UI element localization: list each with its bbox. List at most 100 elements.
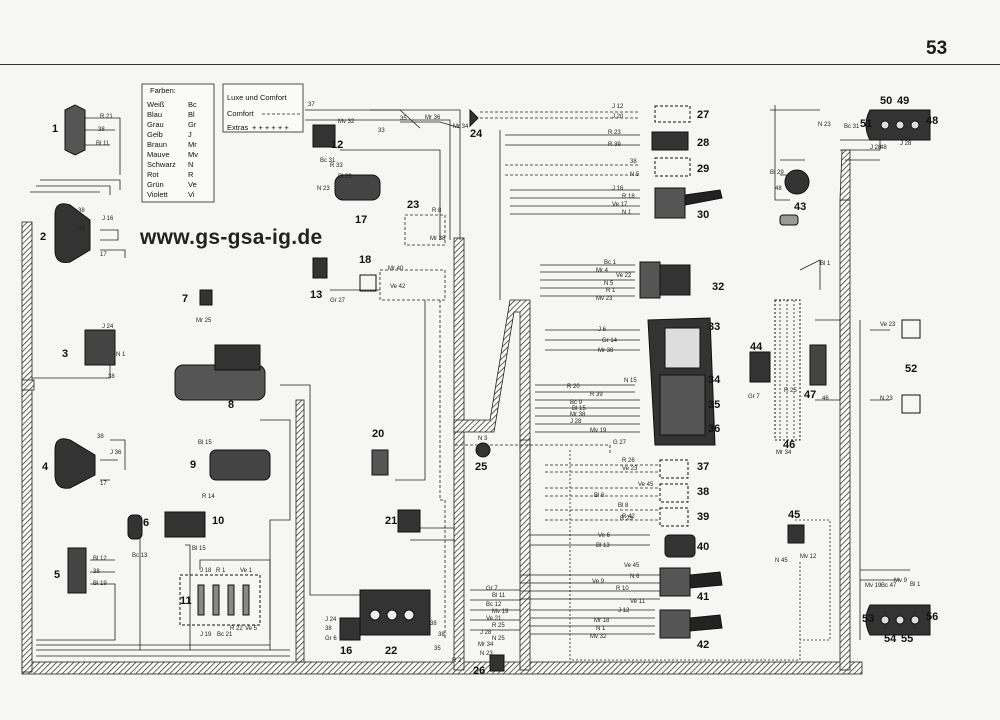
wire-label: 17 <box>100 252 107 258</box>
wire-label: R 26 <box>622 458 635 464</box>
legend-color-code: J <box>188 130 192 139</box>
component-number-35: 35 <box>708 399 720 411</box>
legend-line-2: Comfort <box>227 109 255 118</box>
wire-label: Bc 1 <box>604 260 617 266</box>
wire-label: N 45 <box>775 558 788 564</box>
legend-color-code: Bc <box>188 100 197 109</box>
legend-color-name: Weiß <box>147 100 165 109</box>
wire-label: Bl 19 <box>93 581 107 587</box>
wire-label: 38 <box>325 626 332 632</box>
wire-label: 38 <box>108 374 115 380</box>
wire-label: N 1 <box>116 352 126 358</box>
wire-label: 38 <box>78 226 85 232</box>
component-number-2: 2 <box>40 231 46 243</box>
legend-color-code: Mv <box>188 150 198 159</box>
wire-label: R 18 <box>622 194 635 200</box>
wires <box>30 105 910 661</box>
wire-label: Bl 1 <box>820 261 831 267</box>
component-number-28: 28 <box>697 137 709 149</box>
wire-label: R 21 <box>100 114 113 120</box>
component-number-48: 48 <box>926 115 938 127</box>
component-number-55: 55 <box>901 633 913 645</box>
wire-label: Bl 29 <box>338 174 352 180</box>
component-number-23: 23 <box>407 199 419 211</box>
wire-label: J 18 <box>200 568 212 574</box>
component-number-53: 53 <box>862 613 874 625</box>
wire-label: Bc 21 <box>217 632 233 638</box>
wire-label: Bl 15 <box>198 440 212 446</box>
component-number-24: 24 <box>470 128 483 140</box>
wire-label: Gr 7 <box>486 586 498 592</box>
wire-label: 38 <box>93 569 100 575</box>
wire-label: R 23 <box>608 130 621 136</box>
wire-label: Ve 22 <box>616 273 632 279</box>
wire-label: Mv 12 <box>800 554 817 560</box>
component-number-38: 38 <box>697 486 709 498</box>
wire-label: Mr 34 <box>478 642 494 648</box>
component-number-29: 29 <box>697 163 709 175</box>
legend-line-3: Extras <box>227 123 249 132</box>
component-number-42: 42 <box>697 639 709 651</box>
wire-label: Ve 21 <box>486 616 502 622</box>
wire-label: N 6 <box>630 574 640 580</box>
wire-label: Mr 36 <box>425 115 441 121</box>
wire-label: R 2 <box>452 658 462 664</box>
component-number-52: 52 <box>905 363 917 375</box>
wire-label: 37 <box>308 102 315 108</box>
wire-label: Gr 6 <box>325 636 337 642</box>
component-number-13: 13 <box>310 289 322 301</box>
wire-label: J 28 <box>870 145 882 151</box>
wire-label: Mr 18 <box>594 618 610 624</box>
legend-color-name: Grün <box>147 180 164 189</box>
legend-color-name: Braun <box>147 140 167 149</box>
wire-label: Bc 31 <box>320 158 336 164</box>
wire-label: Ve 1 <box>240 568 253 574</box>
component-number-25: 25 <box>475 461 487 473</box>
legend-color-name: Mauve <box>147 150 170 159</box>
component-number-32: 32 <box>712 281 724 293</box>
watermark-url: www.gs-gsa-ig.de <box>140 226 323 249</box>
wire-label: 35 <box>434 646 441 652</box>
wire-label: N 23 <box>480 651 493 657</box>
component-number-22: 22 <box>385 645 397 657</box>
component-number-34: 34 <box>708 374 721 386</box>
wire-label: N 5 <box>604 281 614 287</box>
wire-label: J 24 <box>325 617 337 623</box>
component-number-10: 10 <box>212 515 224 527</box>
legend-color-code: R <box>188 170 194 179</box>
component-number-18: 18 <box>359 254 371 266</box>
wire-label: Ve 11 <box>630 599 646 605</box>
component-number-27: 27 <box>697 109 709 121</box>
wire-label: Bl 12 <box>93 556 107 562</box>
wire-label: Mr 25 <box>196 318 212 324</box>
wire-label: Mr 38 <box>598 348 614 354</box>
wire-label: Bl 8 <box>618 503 629 509</box>
legend-color-code: Mr <box>188 140 197 149</box>
wire-label: J 28 <box>570 419 582 425</box>
component-number-46: 46 <box>783 439 795 451</box>
wire-label: N 23 <box>818 122 831 128</box>
wire-label: N 23 <box>880 396 893 402</box>
component-number-20: 20 <box>372 428 384 440</box>
wire-label: G 27 <box>613 440 627 446</box>
wire-label: Bc 12 <box>486 602 502 608</box>
component-number-7: 7 <box>182 293 188 305</box>
component-number-47: 47 <box>804 389 816 401</box>
wire-label: Bl 15 <box>192 546 206 552</box>
component-number-45: 45 <box>788 509 800 521</box>
wire-label: Bl 6 <box>594 493 605 499</box>
wire-label: Bl 13 <box>596 543 610 549</box>
wire-label: Ve 17 <box>612 202 628 208</box>
wire-label: Ve 23 <box>622 466 638 472</box>
wire-label: Bl 15 <box>572 406 586 412</box>
component-number-54: 54 <box>884 633 897 645</box>
component-number-11: 11 <box>180 595 192 607</box>
wire-label: 38 <box>438 632 445 638</box>
component-number-36: 36 <box>708 423 720 435</box>
component-number-43: 43 <box>794 201 806 213</box>
wire-label: J 24 <box>102 324 114 330</box>
component-number-6: 6 <box>143 517 149 529</box>
top-rule <box>0 64 1000 65</box>
wire-label: R 25 <box>784 388 797 394</box>
wire-label: Ve 6 <box>598 533 611 539</box>
